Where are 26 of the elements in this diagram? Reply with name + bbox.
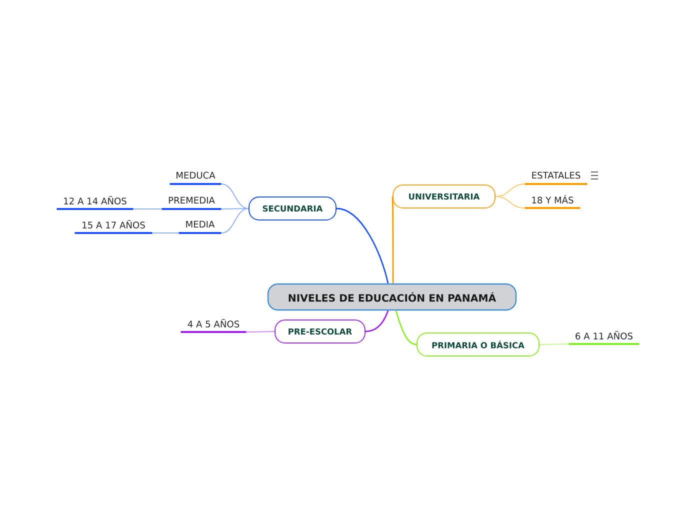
connector: [539, 344, 570, 345]
branch-box: UNIVERSITARIA: [392, 184, 496, 208]
connector: [336, 208, 389, 284]
underlined-label: PREMEDIA: [162, 196, 222, 210]
connector: [220, 208, 249, 210]
underlined-label: 4 A 5 AÑOS: [180, 318, 246, 333]
underlined-label: 12 A 14 AÑOS: [56, 196, 134, 210]
connector: [152, 232, 180, 234]
branch-box: SECUNDARIA: [248, 196, 336, 220]
connector: [220, 208, 249, 234]
underlined-label: ESTATALES: [524, 172, 588, 185]
underlined-label: 18 Y MÁS: [524, 194, 580, 209]
connector: [220, 184, 249, 209]
connector: [395, 310, 417, 346]
underlined-label: 15 A 17 AÑOS: [74, 220, 152, 234]
connector: [365, 310, 389, 332]
topic-box: NIVELES DE EDUCACIÓN EN PANAMÁ: [267, 283, 517, 311]
connector: [392, 196, 394, 284]
underlined-label: MEDIA: [178, 220, 222, 234]
connector: [132, 208, 162, 210]
branch-box: PRE-ESCOLAR: [274, 320, 366, 344]
underlined-label: MEDUCA: [170, 172, 222, 185]
branch-box: PRIMARIA O BÁSICA: [416, 332, 540, 356]
underlined-label: 6 A 11 AÑOS: [568, 330, 640, 345]
connector: [246, 331, 275, 332]
connector: [495, 196, 526, 208]
